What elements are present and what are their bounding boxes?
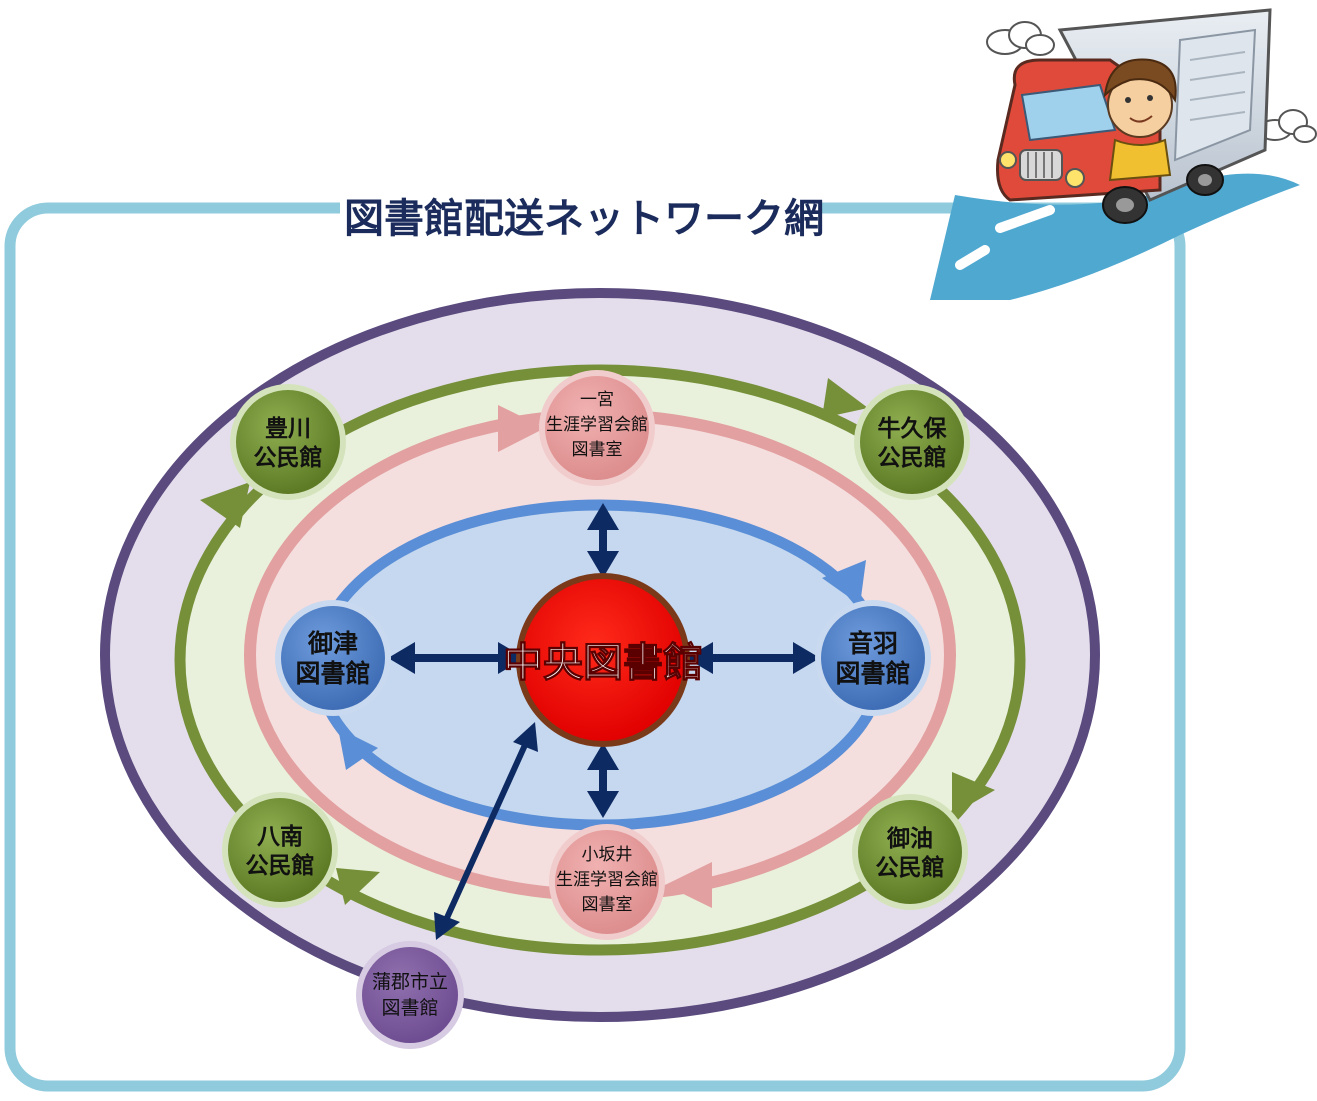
node-goyu-line1: 御油 (886, 825, 933, 852)
node-otowa-line2: 図書館 (835, 659, 910, 688)
node-ichinomiya-line1: 一宮 (580, 390, 614, 410)
node-mito-line1: 御津 (307, 629, 358, 658)
node-goyu: 御油 公民館 (852, 794, 968, 910)
green-arrow-3 (336, 868, 380, 905)
node-toyokawa-line1: 豊川 (265, 415, 311, 442)
cloud-icon (986, 21, 1055, 56)
green-arrow-4 (200, 482, 250, 528)
node-ushikubo: 牛久保 公民館 (854, 384, 970, 500)
node-gamagori-line2: 図書館 (381, 997, 438, 1019)
blue-arrow-1 (822, 560, 866, 605)
blue-arrow-2 (338, 728, 378, 770)
node-toyokawa: 豊川 公民館 (230, 384, 346, 500)
node-toyokawa-line2: 公民館 (254, 444, 323, 471)
pink-arrow-1 (498, 405, 545, 452)
node-kosakai: 小坂井 生涯学習会館 図書室 (549, 824, 665, 940)
central-library-node: 中央図書館 (503, 573, 704, 747)
node-kosakai-line1: 小坂井 (582, 845, 633, 865)
node-kosakai-line3: 図書室 (582, 895, 633, 915)
delivery-truck-illustration (930, 8, 1317, 300)
green-arrow-1 (822, 378, 868, 418)
title-background (340, 196, 820, 222)
node-ushikubo-line2: 公民館 (878, 444, 947, 471)
node-kosakai-line2: 生涯学習会館 (556, 870, 658, 890)
node-ushikubo-line1: 牛久保 (878, 415, 948, 442)
central-library-label: 中央図書館 (503, 640, 703, 686)
driver-illustration (1103, 58, 1177, 182)
node-goyu-line2: 公民館 (876, 854, 945, 881)
road-marking (995, 205, 1055, 233)
node-otowa-line1: 音羽 (848, 629, 898, 658)
node-otowa: 音羽 図書館 (815, 600, 931, 716)
node-hachinan-line2: 公民館 (246, 852, 315, 879)
node-gamagori-line1: 蒲郡市立 (372, 971, 448, 993)
green-arrow-2 (952, 772, 995, 815)
node-hachinan: 八南 公民館 (222, 792, 338, 908)
node-mito: 御津 図書館 (275, 600, 391, 716)
node-ichinomiya-line2: 生涯学習会館 (546, 415, 648, 435)
connector-arrows (388, 503, 820, 940)
road-marking-2 (955, 245, 990, 270)
pink-arrow-2 (665, 862, 712, 908)
road-shape (930, 173, 1300, 300)
node-gamagori: 蒲郡市立 図書館 (356, 941, 464, 1049)
node-mito-line2: 図書館 (295, 659, 370, 688)
diagram-title: 図書館配送ネットワーク網 (344, 196, 824, 242)
node-hachinan-line1: 八南 (257, 824, 303, 850)
node-ichinomiya-line3: 図書室 (572, 440, 623, 460)
node-ichinomiya: 一宮 生涯学習会館 図書室 (539, 370, 655, 486)
